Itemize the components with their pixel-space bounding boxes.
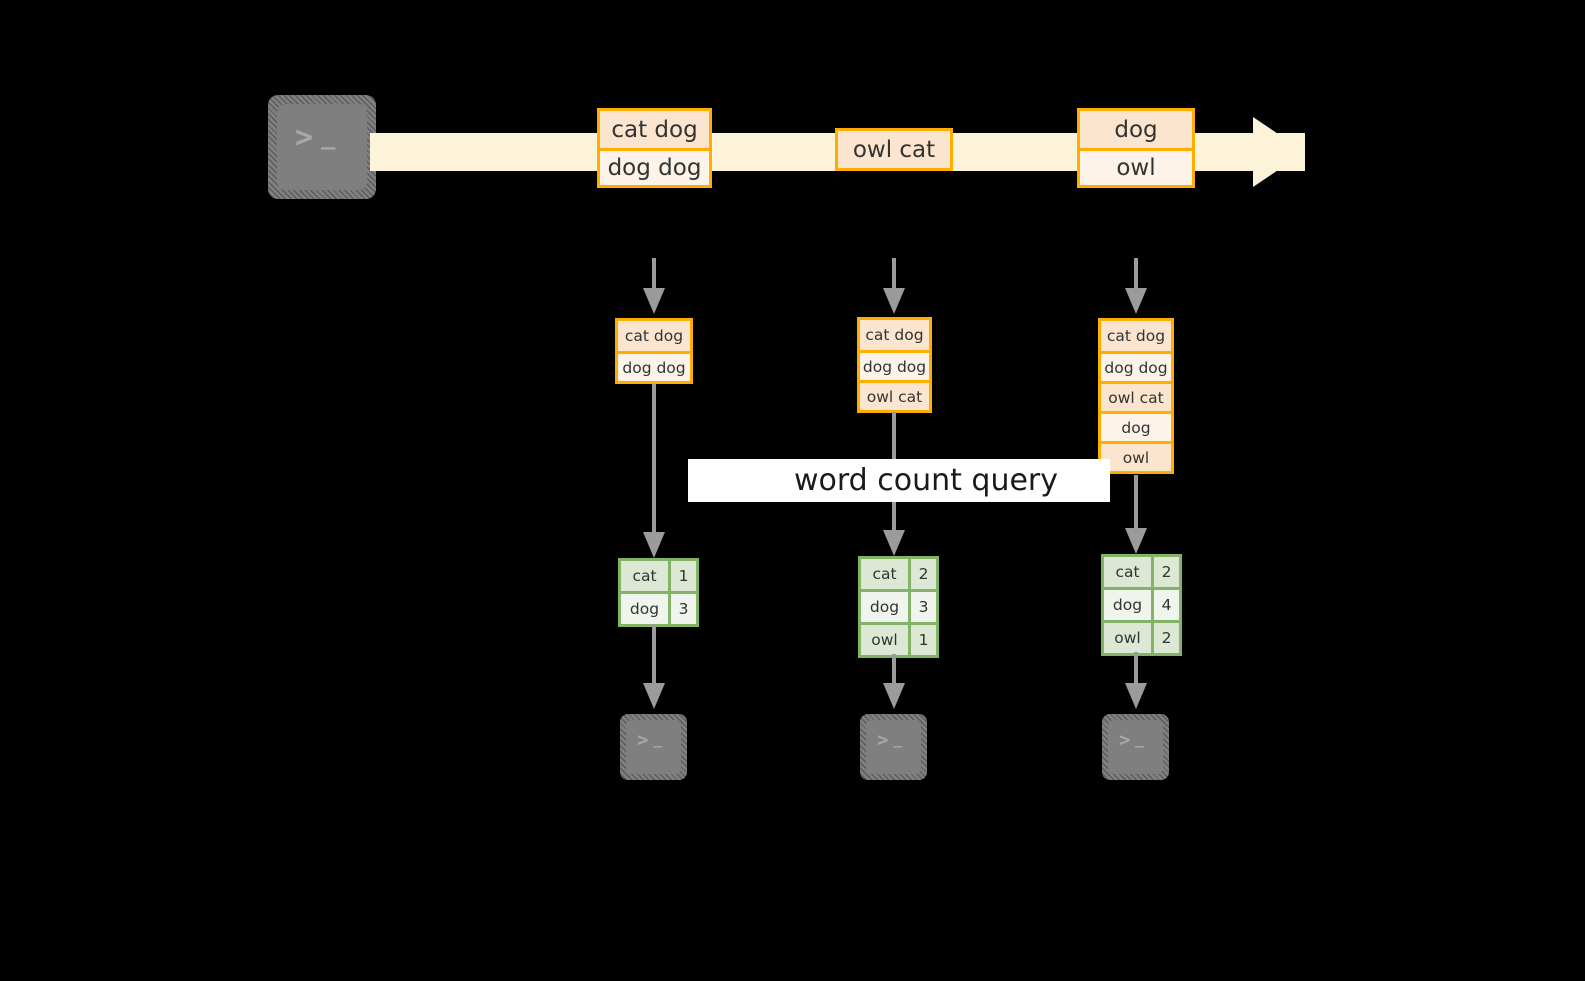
snapshot-1-sink-terminal-screen: > _ xyxy=(626,720,681,774)
snapshot-2-sink-prompt: > _ xyxy=(866,720,921,774)
snapshot-1-trigger-line xyxy=(652,258,656,290)
snapshot-2-input-line-3: owl cat xyxy=(860,380,929,410)
snapshot-2-sink-terminal-screen: > _ xyxy=(866,720,921,774)
snapshot-2-result-count-1: 2 xyxy=(908,559,936,589)
snapshot-2-query-arrowhead xyxy=(883,530,905,556)
snapshot-3-trigger-line xyxy=(1134,258,1138,290)
snapshot-2-result-word-2: dog xyxy=(861,592,908,622)
snapshot-3-result-count-1: 2 xyxy=(1151,557,1179,587)
snapshot-2-result-word-1: cat xyxy=(861,559,908,589)
snapshot-1-sink-terminal-icon: > _ xyxy=(620,714,687,780)
query-label-block: word count query xyxy=(688,459,1110,502)
snapshot-3-input-line-4: dog xyxy=(1101,411,1171,441)
stream-record-1-line-2: dog dog xyxy=(600,148,709,185)
query-label-text: word count query xyxy=(793,463,1059,498)
snapshot-3-query-arrowhead xyxy=(1125,528,1147,554)
snapshot-2-input-line-2: dog dog xyxy=(860,350,929,380)
snapshot-3-sink-terminal-screen: > _ xyxy=(1108,720,1163,774)
snapshot-1-query-line xyxy=(652,384,656,549)
source-terminal-prompt: > _ xyxy=(277,104,367,190)
snapshot-3-result-word-1: cat xyxy=(1104,557,1151,587)
snapshot-1-result-count-1: 1 xyxy=(668,561,696,591)
snapshot-3-input-line-3: owl cat xyxy=(1101,381,1171,411)
snapshot-3-result-word-2: dog xyxy=(1104,590,1151,620)
snapshot-1-result-word-2: dog xyxy=(621,594,668,624)
stream-record-1-line-1: cat dog xyxy=(600,111,709,148)
snapshot-2-sink-terminal-icon: > _ xyxy=(860,714,927,780)
snapshot-2-trigger-line xyxy=(892,258,896,290)
source-terminal-screen: > _ xyxy=(277,104,367,190)
snapshot-1-query-arrowhead xyxy=(643,532,665,558)
snapshot-1-sink-cursor: _ xyxy=(653,730,663,748)
snapshot-2-sink-cursor: _ xyxy=(893,730,903,748)
stream-record-3-line-2: owl xyxy=(1080,148,1192,185)
snapshot-1-result-row-2: dog 3 xyxy=(621,591,696,624)
snapshot-3-result-row-1: cat 2 xyxy=(1104,557,1179,587)
snapshot-2-sink-chevron: > xyxy=(877,729,889,751)
snapshot-2-input-table: cat dog dog dog owl cat xyxy=(857,317,932,413)
snapshot-2-output-arrowhead xyxy=(883,683,905,709)
snapshot-2-result-row-2: dog 3 xyxy=(861,589,936,622)
source-terminal-cursor: _ xyxy=(321,122,336,150)
snapshot-2-result-count-3: 1 xyxy=(908,625,936,655)
snapshot-1-trigger-arrowhead xyxy=(643,288,665,314)
snapshot-2-result-table: cat 2 dog 3 owl 1 xyxy=(858,556,939,658)
source-terminal-chevron: > xyxy=(295,120,314,155)
stream-record-2-line-1: owl cat xyxy=(838,131,950,168)
snapshot-1-input-line-1: cat dog xyxy=(618,321,690,351)
snapshot-2-result-word-3: owl xyxy=(861,625,908,655)
snapshot-3-result-row-3: owl 2 xyxy=(1104,620,1179,653)
stream-record-3-line-1: dog xyxy=(1080,111,1192,148)
snapshot-2-result-row-3: owl 1 xyxy=(861,622,936,655)
source-terminal-icon: > _ xyxy=(268,95,376,199)
snapshot-3-input-line-5: owl xyxy=(1101,441,1171,471)
stream-record-3: dog owl xyxy=(1077,108,1195,188)
snapshot-3-input-line-2: dog dog xyxy=(1101,351,1171,381)
snapshot-3-result-count-3: 2 xyxy=(1151,623,1179,653)
snapshot-1-output-line xyxy=(652,624,656,688)
snapshot-1-output-arrowhead xyxy=(643,683,665,709)
snapshot-3-query-line xyxy=(1134,475,1138,547)
snapshot-1-sink-chevron: > xyxy=(637,729,649,751)
snapshot-3-sink-terminal-icon: > _ xyxy=(1102,714,1169,780)
snapshot-2-trigger-arrowhead xyxy=(883,288,905,314)
snapshot-3-sink-cursor: _ xyxy=(1135,730,1145,748)
snapshot-3-sink-chevron: > xyxy=(1119,729,1131,751)
snapshot-3-output-line xyxy=(1134,652,1138,688)
snapshot-3-input-table: cat dog dog dog owl cat dog owl xyxy=(1098,318,1174,474)
snapshot-3-result-word-3: owl xyxy=(1104,623,1151,653)
snapshot-2-input-line-1: cat dog xyxy=(860,320,929,350)
snapshot-3-input-line-1: cat dog xyxy=(1101,321,1171,351)
snapshot-3-result-table: cat 2 dog 4 owl 2 xyxy=(1101,554,1182,656)
snapshot-3-output-arrowhead xyxy=(1125,683,1147,709)
snapshot-1-input-table: cat dog dog dog xyxy=(615,318,693,384)
stream-record-2: owl cat xyxy=(835,128,953,171)
snapshot-1-result-row-1: cat 1 xyxy=(621,561,696,591)
snapshot-1-result-count-2: 3 xyxy=(668,594,696,624)
snapshot-2-result-row-1: cat 2 xyxy=(861,559,936,589)
snapshot-2-output-line xyxy=(892,654,896,688)
snapshot-3-result-row-2: dog 4 xyxy=(1104,587,1179,620)
snapshot-1-result-table: cat 1 dog 3 xyxy=(618,558,699,627)
snapshot-1-result-word-1: cat xyxy=(621,561,668,591)
snapshot-3-sink-prompt: > _ xyxy=(1108,720,1163,774)
snapshot-3-result-count-2: 4 xyxy=(1151,590,1179,620)
stream-record-1: cat dog dog dog xyxy=(597,108,712,188)
snapshot-3-trigger-arrowhead xyxy=(1125,288,1147,314)
snapshot-1-sink-prompt: > _ xyxy=(626,720,681,774)
snapshot-1-input-line-2: dog dog xyxy=(618,351,690,381)
stream-arrow-head xyxy=(1253,117,1305,187)
snapshot-2-result-count-2: 3 xyxy=(908,592,936,622)
